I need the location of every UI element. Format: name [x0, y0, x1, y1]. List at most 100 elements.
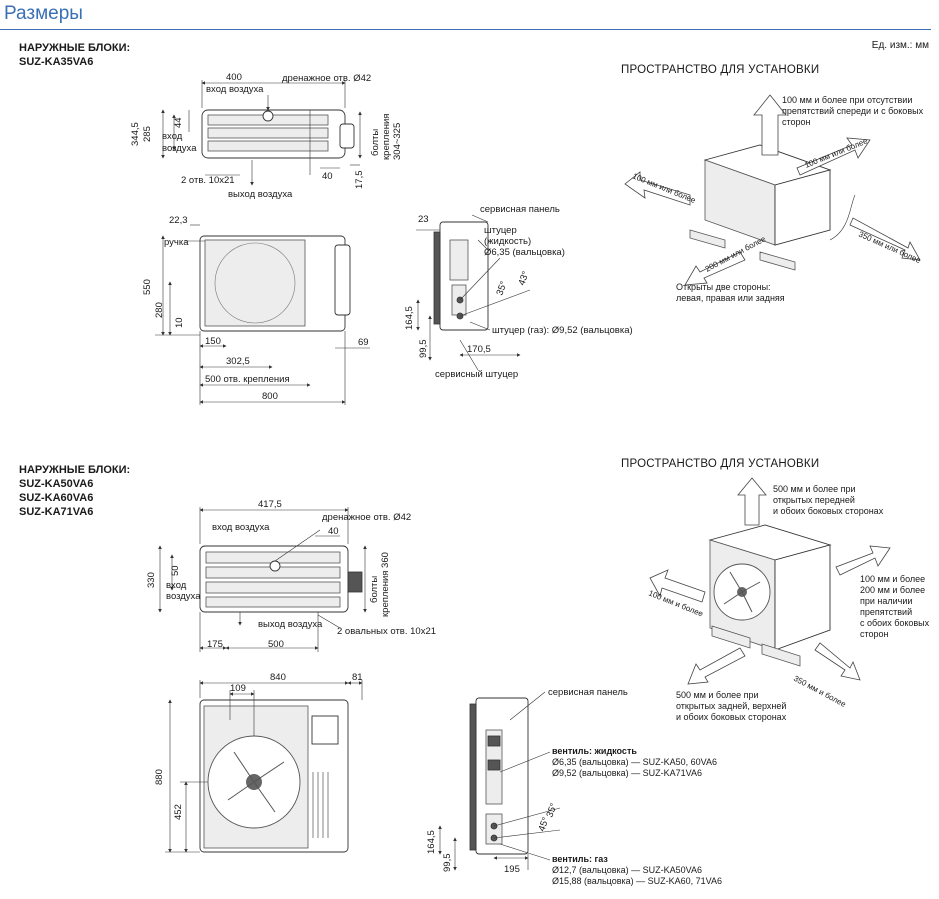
s2-space-right2: 200 мм и более — [860, 585, 925, 595]
s1-front-d10: 10 — [174, 317, 185, 328]
s1-top-d44: 44 — [173, 117, 184, 128]
s1-front-d800: 800 — [262, 391, 278, 402]
s1-side-a35: 35° — [494, 280, 509, 297]
s1-top-holes: 2 отв. 10х21 — [181, 175, 235, 186]
s2-top-d50: 50 — [170, 565, 181, 576]
section1-header: НАРУЖНЫЕ БЛОКИ: SUZ-KA35VA6 — [19, 41, 130, 69]
s2-space-rear: 350 мм и более — [792, 674, 848, 709]
s2-front-view: 840 81 109 880 452 — [154, 672, 363, 853]
s2-space-right4: препятствий — [860, 607, 912, 617]
s1-space-top3: сторон — [782, 117, 811, 127]
s2-space-diagram: 500 мм и более при открытых передней и о… — [647, 477, 930, 722]
s2-side-gas1: вентиль: газ — [552, 854, 608, 864]
s2-space-top1: 500 мм и более при — [773, 484, 856, 494]
s1-top-bolts3: 304~325 — [392, 123, 403, 160]
section2-header-line1: НАРУЖНЫЕ БЛОКИ: — [19, 464, 131, 476]
s2-space-right1: 100 мм и более — [860, 574, 925, 584]
section1-header-line2: SUZ-KA35VA6 — [19, 56, 94, 68]
s1-top-air-in: вход воздуха — [206, 84, 264, 95]
s1-top-drain: дренажное отв. Ø42 — [282, 73, 371, 84]
s1-top-air-out: выход воздуха — [228, 189, 293, 200]
s2-space-right3: при наличии — [860, 596, 912, 606]
s1-front-handle: ручка — [164, 237, 189, 248]
s2-side-a45: 45° — [536, 816, 551, 833]
s2-space-top2: открытых передней — [773, 495, 855, 505]
s1-top-d17: 17,5 — [354, 171, 365, 190]
s2-space-front3: и обоих боковых сторонах — [676, 712, 787, 722]
s2-top-w417: 417,5 — [258, 499, 282, 510]
s2-side-gas3: Ø15,88 (вальцовка) — SUZ-KA60, 71VA6 — [552, 876, 722, 886]
s2-top-d175: 175 — [207, 639, 223, 650]
s2-front-d840: 840 — [270, 672, 286, 683]
s1-side-d23: 23 — [418, 214, 429, 225]
s1-side-view: 23 сервисная панель штуцер (жидкость) Ø6… — [404, 204, 633, 380]
s2-top-holes: 2 овальных отв. 10х21 — [337, 626, 436, 637]
s2-top-air-in: вход воздуха — [212, 522, 270, 533]
s1-top-d344: 344,5 — [130, 122, 141, 146]
section2-space-title: ПРОСТРАНСТВО ДЛЯ УСТАНОВКИ — [621, 458, 820, 470]
s2-side-a35: 35° — [544, 802, 559, 819]
s1-top-bolts2: крепления — [381, 114, 392, 160]
s2-top-bolts1: болты — [369, 576, 380, 603]
s2-top-bolts2: крепления 360 — [380, 552, 391, 617]
s1-space-diagram: 100 мм и более при отсутствии препятстви… — [624, 94, 924, 303]
s1-space-top1: 100 мм и более при отсутствии — [782, 95, 912, 105]
s2-top-d500: 500 — [268, 639, 284, 650]
section2-header-line4: SUZ-KA71VA6 — [19, 506, 94, 518]
s1-side-a43: 43° — [516, 270, 531, 287]
s1-top-view: 400 вход воздуха дренажное отв. Ø42 344,… — [130, 72, 403, 200]
s2-front-d452: 452 — [173, 804, 184, 820]
s1-side-gas: штуцер (газ): Ø9,52 (вальцовка) — [492, 325, 633, 336]
s1-front-d302: 302,5 — [226, 356, 250, 367]
s1-front-d280: 280 — [154, 302, 165, 318]
s1-top-air-side1: вход — [162, 131, 183, 142]
s1-space-top2: препятствий спереди и с боковых — [782, 106, 924, 116]
s2-top-air-out: выход воздуха — [258, 619, 323, 630]
s1-top-d40: 40 — [322, 171, 333, 182]
s1-side-d164: 164,5 — [404, 306, 415, 330]
s1-side-panel: сервисная панель — [480, 204, 560, 215]
s2-space-right5: с обоих боковых — [860, 618, 930, 628]
section2-header-line3: SUZ-KA60VA6 — [19, 492, 94, 504]
s2-side-liquid3: Ø9,52 (вальцовка) — SUZ-KA71VA6 — [552, 768, 702, 778]
s1-front-view: 22,3 ручка 550 280 10 150 302,5 500 отв.… — [142, 215, 370, 405]
title-divider — [0, 29, 931, 30]
s2-space-front1: 500 мм и более при — [676, 690, 759, 700]
s1-side-liquid3: Ø6,35 (вальцовка) — [484, 247, 565, 258]
s2-front-d81: 81 — [352, 672, 363, 683]
s1-top-w400: 400 — [226, 72, 242, 83]
s1-front-d550: 550 — [142, 279, 153, 295]
s1-side-d99: 99,5 — [418, 340, 429, 359]
s1-front-d22: 22,3 — [169, 215, 188, 226]
s1-top-d285: 285 — [142, 126, 153, 142]
s1-space-open1: Открыты две стороны: — [676, 282, 771, 292]
s2-side-liquid2: Ø6,35 (вальцовка) — SUZ-KA50, 60VA6 — [552, 757, 717, 767]
section1-space-title: ПРОСТРАНСТВО ДЛЯ УСТАНОВКИ — [621, 64, 820, 76]
s2-side-d195: 195 — [504, 864, 520, 875]
s2-front-d880: 880 — [154, 769, 165, 785]
section2-header-line2: SUZ-KA50VA6 — [19, 478, 94, 490]
unit-label: Ед. изм.: мм — [871, 40, 929, 51]
s1-space-open2: левая, правая или задняя — [676, 293, 785, 303]
s2-front-d109: 109 — [230, 683, 246, 694]
section1-header-line1: НАРУЖНЫЕ БЛОКИ: — [19, 42, 131, 54]
s2-side-panel: сервисная панель — [548, 687, 628, 698]
s2-top-drain: дренажное отв. Ø42 — [322, 512, 411, 523]
s1-front-d500: 500 отв. крепления — [205, 374, 290, 385]
page-title: Размеры — [4, 3, 83, 24]
s2-side-liquid1: вентиль: жидкость — [552, 746, 637, 756]
s2-side-gas2: Ø12,7 (вальцовка) — SUZ-KA50VA6 — [552, 865, 702, 875]
s1-side-liquid1: штуцер — [484, 225, 517, 236]
s2-space-top3: и обоих боковых сторонах — [773, 506, 884, 516]
s2-side-d164: 164,5 — [426, 830, 437, 854]
s2-space-right6: сторон — [860, 629, 889, 639]
s1-side-liquid2: (жидкость) — [484, 236, 531, 247]
s1-side-port: сервисный штуцер — [435, 369, 518, 380]
s1-front-d69: 69 — [358, 337, 369, 348]
s1-front-d150: 150 — [205, 336, 221, 347]
s2-space-front2: открытых задней, верхней — [676, 701, 786, 711]
s1-top-air-side2: воздуха — [162, 143, 197, 154]
s2-side-view: сервисная панель вентиль: жидкость Ø6,35… — [426, 687, 722, 886]
